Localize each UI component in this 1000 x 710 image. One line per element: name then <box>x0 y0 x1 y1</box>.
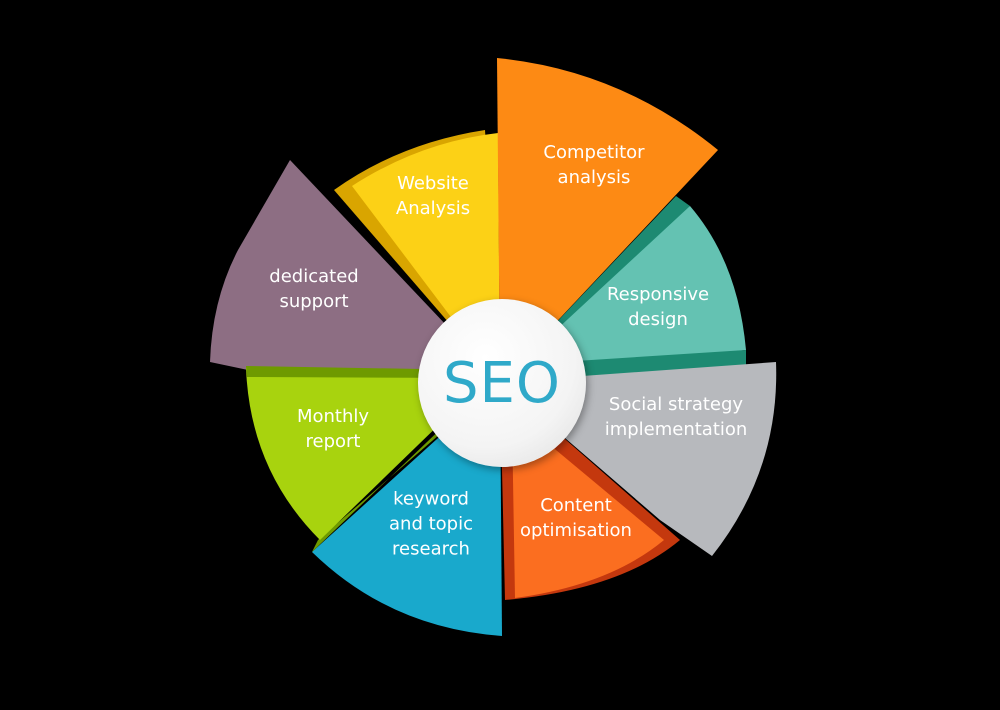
segment-monthly-report <box>246 368 480 540</box>
label-content-optimisation: Content optimisation <box>520 495 632 541</box>
label-keyword-research: keyword and topic research <box>389 488 473 560</box>
segment-content-optimisation <box>512 420 664 598</box>
label-competitor-analysis: Competitor analysis <box>543 142 645 188</box>
label-website-analysis: Website Analysis <box>395 173 471 219</box>
seo-center-label: SEO <box>442 350 561 416</box>
label-responsive-design: Responsive design <box>606 284 710 330</box>
segment-responsive-design-bottom <box>560 350 746 378</box>
segment-competitor-analysis <box>497 58 718 382</box>
label-social-strategy: Social strategy implementation <box>604 394 748 440</box>
seo-center-circle: SEO <box>418 299 586 467</box>
segment-dedicated-support <box>210 160 500 382</box>
label-monthly-report: Monthly report <box>296 406 370 452</box>
label-dedicated-support: dedicated support <box>269 266 359 312</box>
